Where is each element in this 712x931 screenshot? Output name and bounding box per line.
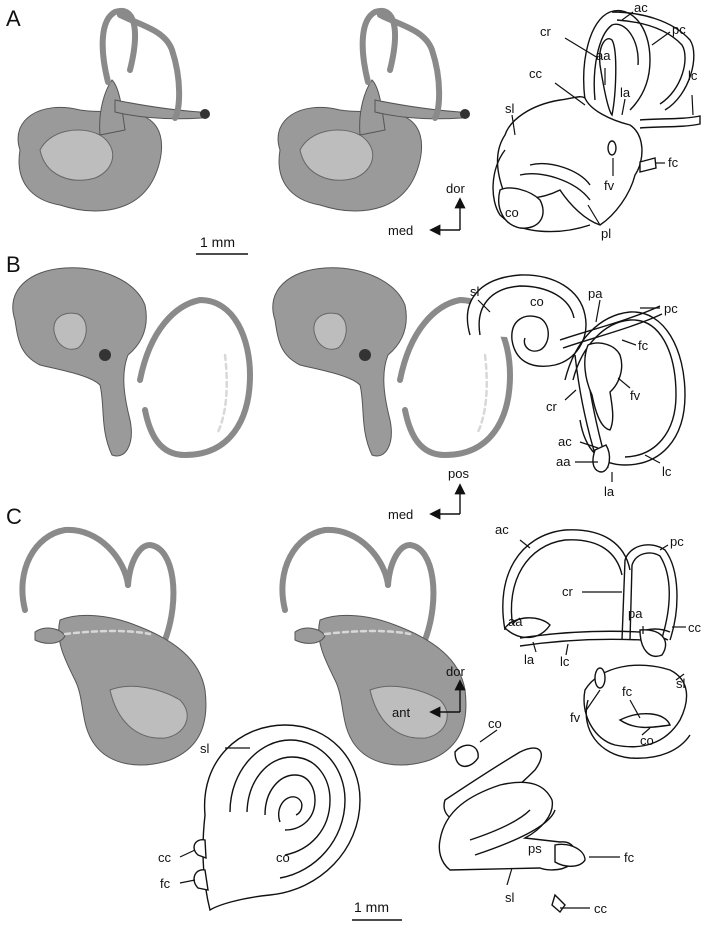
label-c-fv: fv [570,710,581,725]
label-a-pc: pc [672,22,686,37]
label-a-cc: cc [529,66,543,81]
orientation-c: dor ant [392,664,466,720]
label-d-sl: sl [200,741,210,756]
render-c-left [22,530,206,765]
axis-a-up: dor [446,181,465,196]
label-c-sl: sl [676,676,686,691]
label-b-ac: ac [558,434,572,449]
label-e-fc: fc [624,850,635,865]
label-a-ac: ac [634,0,648,15]
drawing-d [179,724,361,912]
axis-c-up: dor [446,664,465,679]
scale-text-bottom: 1 mm [354,899,389,915]
label-c-fc: fc [622,684,633,699]
label-a-la: la [620,85,631,100]
scale-bar-a: 1 mm [196,234,248,255]
label-b-pa: pa [588,286,603,301]
scale-text-a: 1 mm [200,234,235,250]
render-b-left [13,268,250,456]
label-b-aa: aa [556,454,571,469]
label-e-cc: cc [594,901,608,916]
label-c-pa: pa [628,606,643,621]
scale-bar-bottom: 1 mm [352,899,402,921]
drawing-b [466,274,686,482]
render-a-right [278,11,470,211]
label-b-lc: lc [662,464,672,479]
drawing-e [438,729,620,914]
label-b-fv: fv [630,388,641,403]
label-b-la: la [604,484,615,499]
label-d-cc: cc [158,850,172,865]
axis-b-left: med [388,507,413,522]
label-c-cr: cr [562,584,574,599]
orientation-a: dor med [388,181,466,238]
label-a-fv: fv [604,178,615,193]
drawing-c [502,529,691,759]
label-c-aa: aa [508,614,523,629]
drawing-a [492,9,701,233]
label-e-ps: ps [528,841,542,856]
label-d-co: co [276,850,290,865]
label-c-ac: ac [495,522,509,537]
panel-letter-b: B [6,252,21,277]
label-c-cc: cc [688,620,702,635]
label-b-fc: fc [638,338,649,353]
axis-c-left: ant [392,705,410,720]
label-a-aa: aa [596,48,611,63]
label-b-sl: sl [470,284,480,299]
axis-b-up: pos [448,466,469,481]
label-a-cr: cr [540,24,552,39]
orientation-b: pos med [388,466,469,522]
label-b-pc: pc [664,301,678,316]
label-a-pl: pl [601,226,611,241]
label-e-sl: sl [505,890,515,905]
render-a-left [18,11,210,211]
label-e-co: co [488,716,502,731]
label-c-lc: lc [560,654,570,669]
panel-letter-c: C [6,504,22,529]
label-c-co: co [640,733,654,748]
label-a-lc: lc [688,68,698,83]
axis-a-left: med [388,223,413,238]
label-b-cr: cr [546,399,558,414]
label-c-la: la [524,652,535,667]
label-b-co: co [530,294,544,309]
label-a-sl: sl [505,101,515,116]
label-a-fc: fc [668,155,679,170]
label-a-co: co [505,205,519,220]
label-c-pc: pc [670,534,684,549]
panel-letter-a: A [6,6,21,31]
label-d-fc: fc [160,876,171,891]
